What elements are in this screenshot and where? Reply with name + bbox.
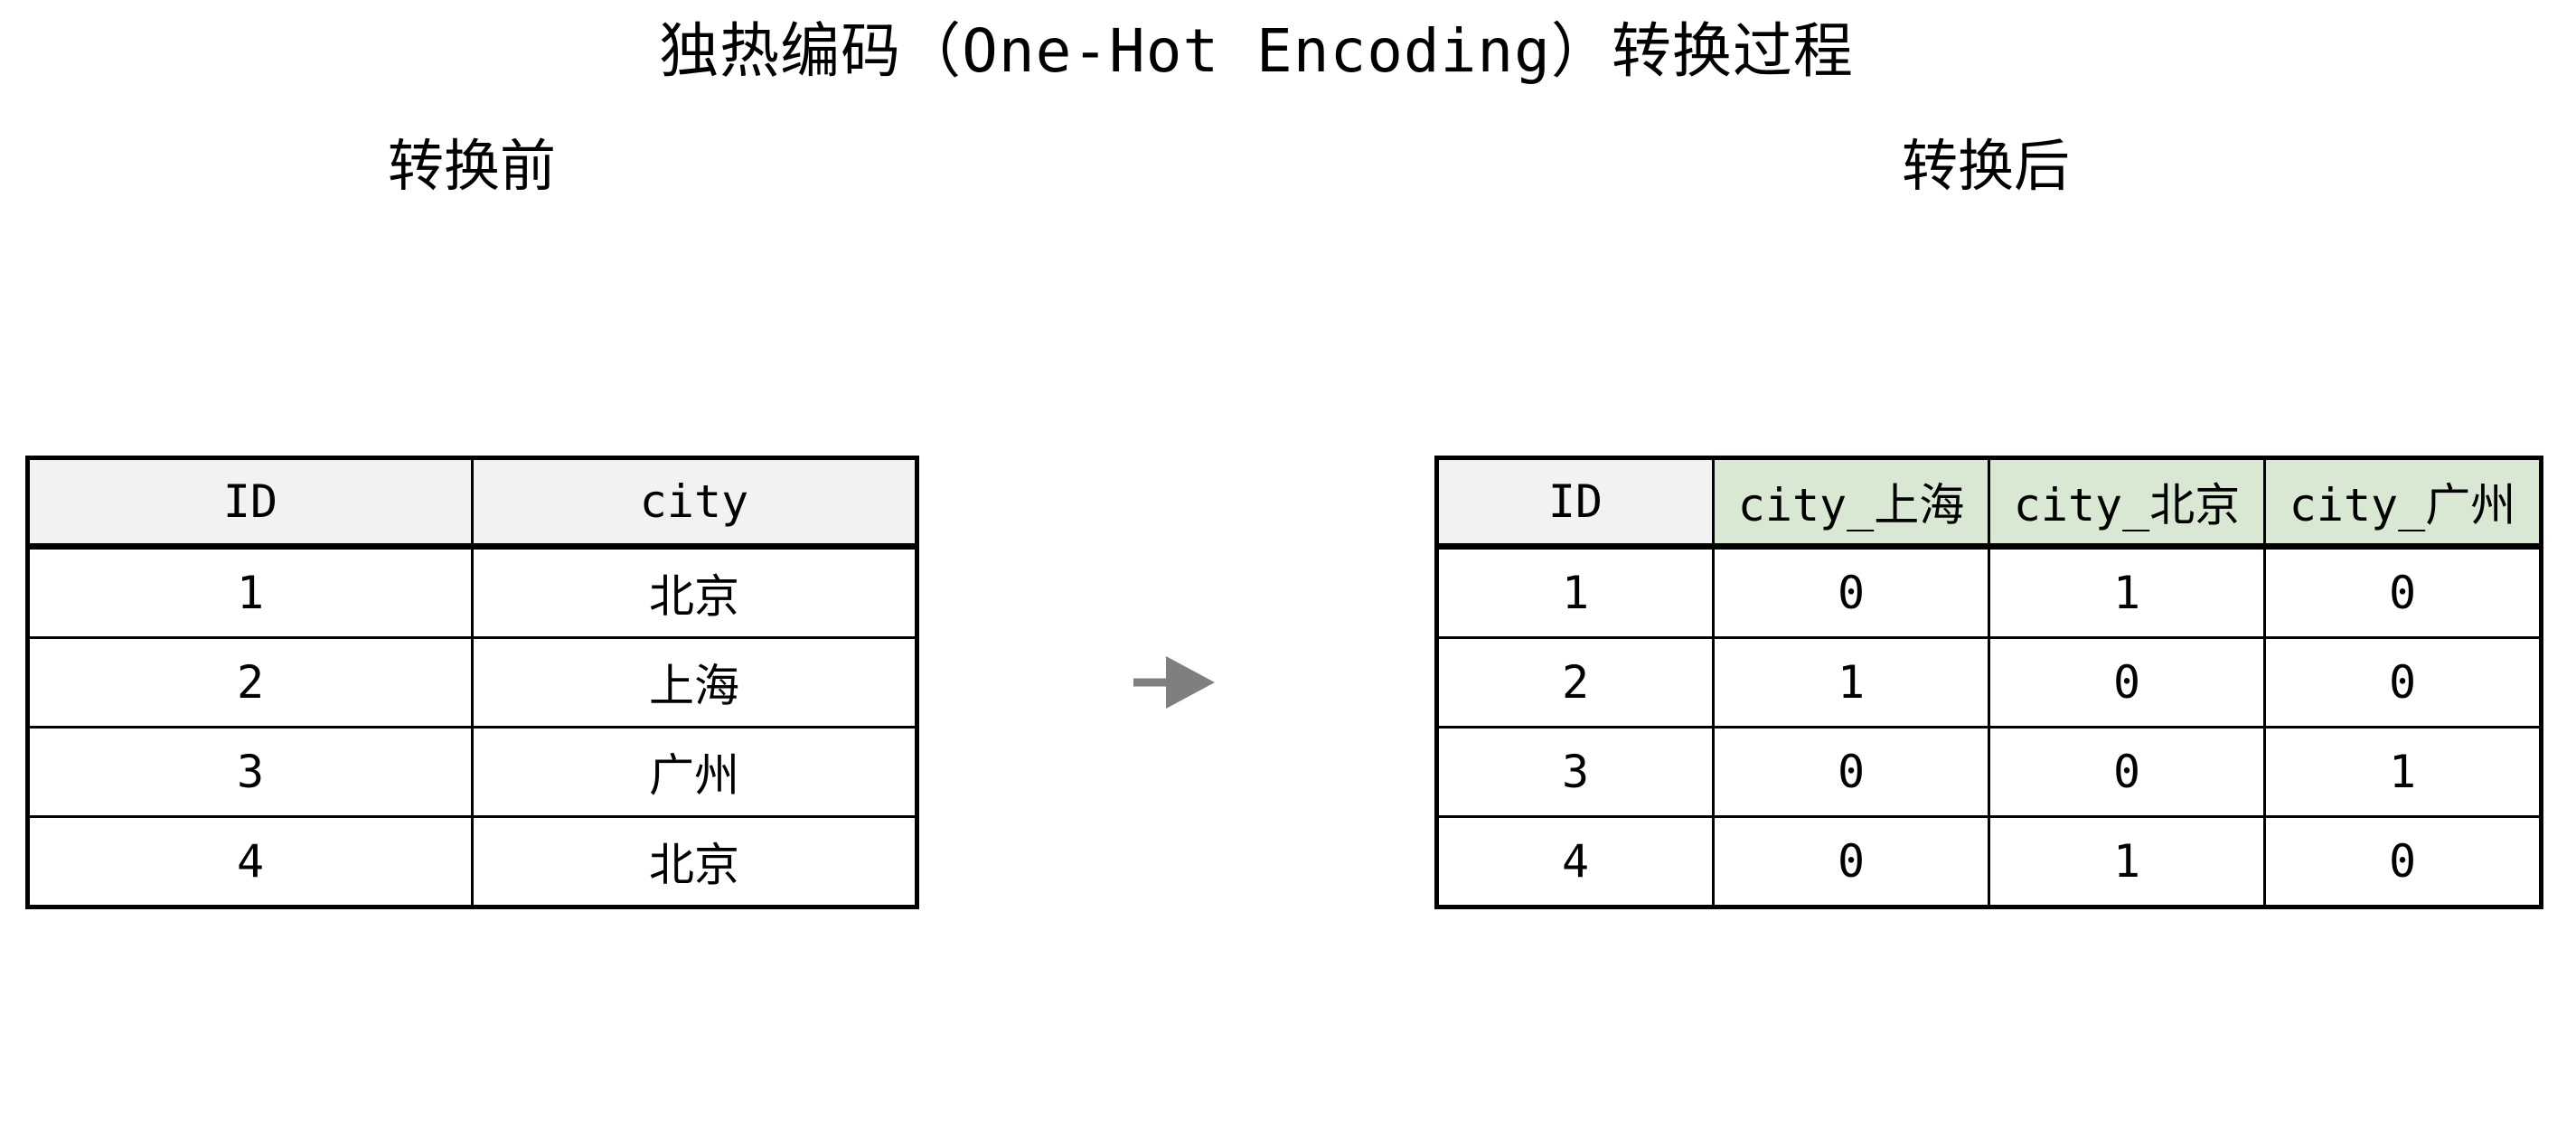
table-row: 4 0 1 0 <box>1435 815 2543 908</box>
table-row: 2 1 0 0 <box>1435 636 2543 728</box>
table-row: 1 0 1 0 <box>1435 545 2543 639</box>
after-table-header-row: ID city_上海 city_北京 city_广州 <box>1435 456 2543 550</box>
transform-arrow <box>1119 644 1227 721</box>
table-cell: 1 <box>1712 636 1990 728</box>
after-header-city-guangzhou: city_广州 <box>2263 456 2543 550</box>
after-header-id: ID <box>1435 456 1715 550</box>
after-header-city-beijing: city_北京 <box>1988 456 2266 550</box>
table-cell: 广州 <box>471 726 918 818</box>
table-cell: 1 <box>26 545 474 639</box>
table-cell: 0 <box>1988 726 2266 818</box>
table-cell: 1 <box>1435 545 1715 639</box>
after-label: 转换后 <box>1901 133 2070 199</box>
before-label: 转换前 <box>387 133 556 199</box>
before-table: ID city 1 北京 2 上海 3 广州 4 北京 <box>25 456 919 909</box>
table-cell: 0 <box>2263 636 2543 728</box>
table-row: 1 北京 <box>26 545 918 639</box>
table-cell: 3 <box>26 726 474 818</box>
before-table-header-row: ID city <box>26 456 918 550</box>
table-row: 3 广州 <box>26 726 918 818</box>
before-header-id: ID <box>26 456 474 550</box>
table-cell: 2 <box>26 636 474 728</box>
table-cell: 1 <box>1988 815 2266 908</box>
table-cell: 0 <box>1988 636 2266 728</box>
table-cell: 0 <box>1712 545 1990 639</box>
table-row: 4 北京 <box>26 815 918 908</box>
table-cell: 2 <box>1435 636 1715 728</box>
table-cell: 4 <box>26 815 474 908</box>
table-cell: 1 <box>2263 726 2543 818</box>
table-cell: 上海 <box>471 636 918 728</box>
right-arrow-icon <box>1133 656 1215 709</box>
table-row: 3 0 0 1 <box>1435 726 2543 818</box>
after-table: ID city_上海 city_北京 city_广州 1 0 1 0 2 1 0… <box>1434 456 2543 909</box>
table-cell: 0 <box>1712 815 1990 908</box>
page-title: 独热编码（One-Hot Encoding）转换过程 <box>659 16 1854 86</box>
table-cell: 北京 <box>471 815 918 908</box>
table-row: 2 上海 <box>26 636 918 728</box>
table-cell: 0 <box>2263 545 2543 639</box>
before-header-city: city <box>471 456 918 550</box>
table-cell: 北京 <box>471 545 918 639</box>
table-cell: 0 <box>1712 726 1990 818</box>
table-cell: 4 <box>1435 815 1715 908</box>
after-header-city-shanghai: city_上海 <box>1712 456 1990 550</box>
table-cell: 0 <box>2263 815 2543 908</box>
table-cell: 1 <box>1988 545 2266 639</box>
table-cell: 3 <box>1435 726 1715 818</box>
